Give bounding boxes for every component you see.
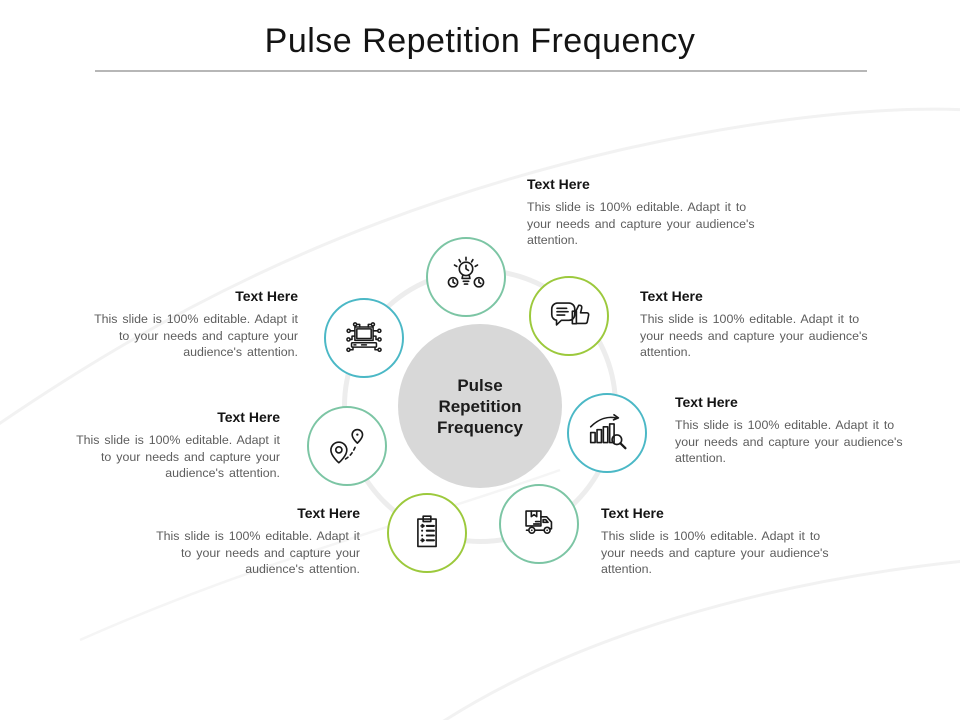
location-pins-icon <box>324 423 370 469</box>
text-block-body: This slide is 100% editable. Adapt it to… <box>156 529 360 576</box>
node-feedback <box>529 276 609 356</box>
text-block-heading: Text Here <box>527 176 590 192</box>
text-block-heading: Text Here <box>235 288 298 304</box>
laptop-network-icon <box>341 315 387 361</box>
text-block-body: This slide is 100% editable. Adapt it to… <box>527 200 755 247</box>
text-block-heading: Text Here <box>297 505 360 521</box>
delivery-truck-icon <box>516 501 562 547</box>
node-network <box>324 298 404 378</box>
text-block-body: This slide is 100% editable. Adapt it to… <box>76 433 280 480</box>
text-block-body: This slide is 100% editable. Adapt it to… <box>601 529 829 576</box>
text-block-body: This slide is 100% editable. Adapt it to… <box>640 312 868 359</box>
idea-clocks-icon <box>443 254 489 300</box>
node-growth <box>567 393 647 473</box>
node-delivery <box>499 484 579 564</box>
text-block-heading: Text Here <box>601 505 664 521</box>
bar-chart-magnifier-icon <box>584 410 630 456</box>
title-divider <box>95 70 867 72</box>
text-block-heading: Text Here <box>217 409 280 425</box>
text-block-top-right: Text Here This slide is 100% editable. A… <box>640 287 868 361</box>
node-checklist <box>387 493 467 573</box>
text-block-bottom-right: Text Here This slide is 100% editable. A… <box>601 504 829 578</box>
hub-label: Pulse Repetition Frequency <box>437 375 523 437</box>
hub-circle: Pulse Repetition Frequency <box>398 324 562 488</box>
thumbs-up-chat-icon <box>546 293 592 339</box>
text-block-body: This slide is 100% editable. Adapt it to… <box>94 312 298 359</box>
text-block-right: Text Here This slide is 100% editable. A… <box>675 393 903 467</box>
node-idea <box>426 237 506 317</box>
text-block-bottom-left: Text Here This slide is 100% editable. A… <box>145 504 360 578</box>
clipboard-checklist-icon <box>404 510 450 556</box>
text-block-heading: Text Here <box>640 288 703 304</box>
text-block-body: This slide is 100% editable. Adapt it to… <box>675 418 903 465</box>
text-block-heading: Text Here <box>675 394 738 410</box>
node-route <box>307 406 387 486</box>
text-block-top-left: Text Here This slide is 100% editable. A… <box>83 287 298 361</box>
text-block-left: Text Here This slide is 100% editable. A… <box>65 408 280 482</box>
text-block-top: Text Here This slide is 100% editable. A… <box>527 175 755 249</box>
page-title: Pulse Repetition Frequency <box>264 22 696 60</box>
